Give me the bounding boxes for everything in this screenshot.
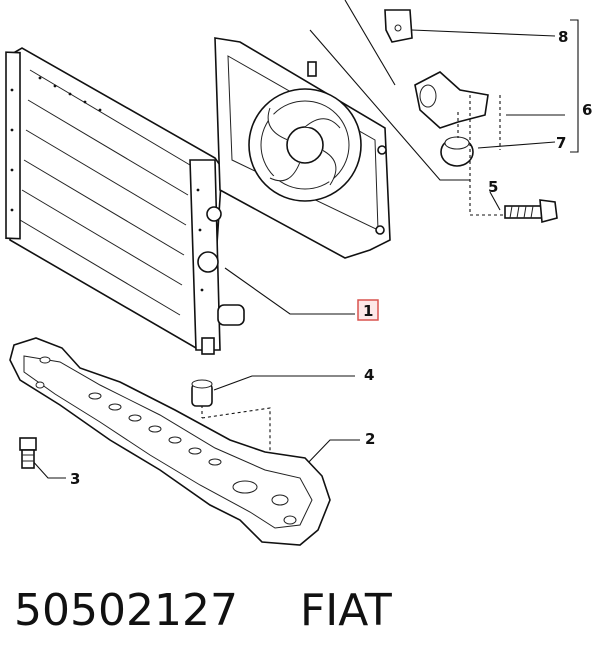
callout-label: 5 (488, 178, 498, 196)
grommet-part-4 (191, 379, 213, 407)
fan-assembly (214, 37, 391, 259)
clip-part-6 (414, 71, 489, 129)
bolt-part-5 (504, 199, 558, 224)
callout-label: 3 (70, 470, 80, 488)
screw-part-3 (19, 437, 37, 469)
callout-label: 2 (365, 430, 375, 448)
callout-label: 1 (363, 302, 373, 320)
callout-label: 6 (582, 101, 592, 119)
callout-label: 8 (558, 28, 568, 46)
rubber-mount-part-7 (440, 136, 474, 167)
part-number: 50502127 (14, 585, 238, 636)
bracket-part-8 (384, 9, 413, 43)
callout-1-highlight (357, 299, 379, 321)
brand-name: FIAT (299, 585, 392, 636)
cross-member (9, 337, 331, 546)
callout-label: 7 (556, 134, 566, 152)
footer-caption: 50502127 FIAT (14, 576, 392, 646)
parts-diagram: 8 6 7 5 1 4 2 3 (5, 0, 592, 546)
callout-label: 4 (364, 366, 374, 384)
radiator (5, 47, 247, 355)
